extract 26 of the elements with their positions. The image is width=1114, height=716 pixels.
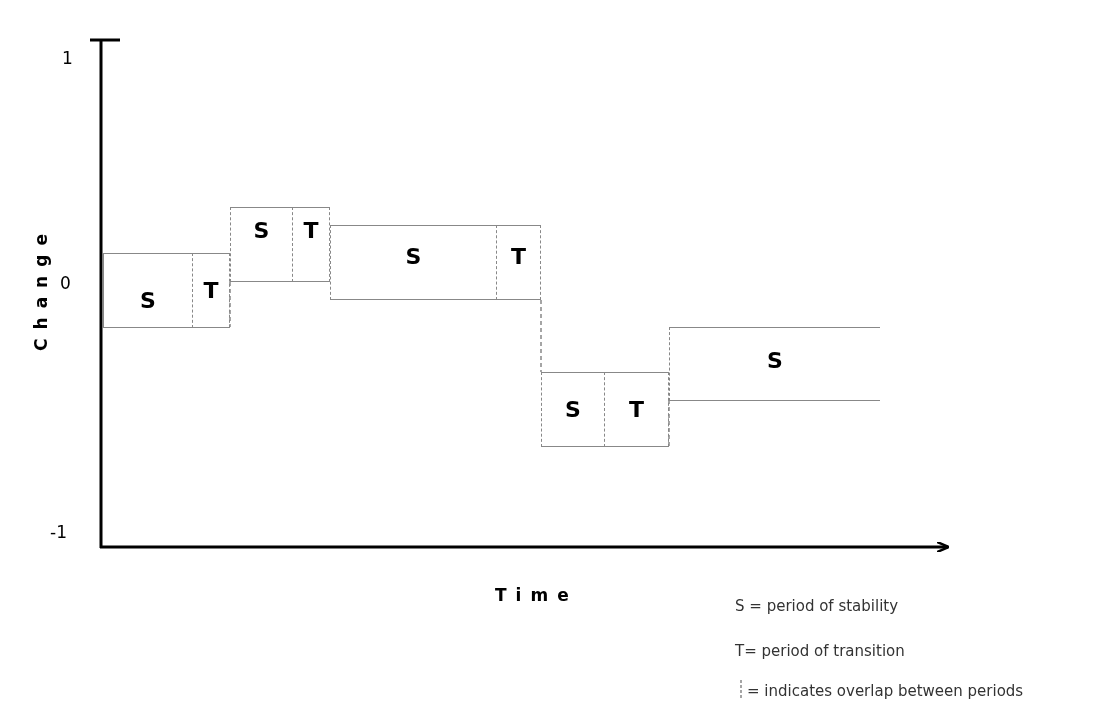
period-box xyxy=(669,327,880,401)
legend-text: S = period of stability xyxy=(735,597,899,615)
axis-tick-label: -1 xyxy=(50,522,67,542)
axis-tick-label: 1 xyxy=(62,48,73,68)
axis-title: Time xyxy=(495,585,578,605)
period-letter: S xyxy=(565,397,581,422)
period-letter: S xyxy=(140,288,156,313)
period-box xyxy=(497,225,541,300)
period-letter: T xyxy=(629,397,644,422)
period-box xyxy=(193,253,230,328)
period-box xyxy=(103,253,193,328)
period-letter: S xyxy=(767,347,783,373)
period-box xyxy=(541,372,605,447)
period-box xyxy=(293,207,330,282)
axis-tick-label: 0 xyxy=(60,273,71,293)
legend-text: T= period of transition xyxy=(735,642,905,660)
period-box xyxy=(605,372,669,447)
legend-text: = indicates overlap between periods xyxy=(747,682,1024,700)
period-letter: S xyxy=(253,218,270,243)
period-letter: T xyxy=(303,218,319,243)
axis-title: Change xyxy=(30,225,51,351)
period-box xyxy=(230,207,293,282)
period-letter: T xyxy=(511,244,526,269)
period-letter: T xyxy=(203,278,219,303)
period-box xyxy=(330,225,497,300)
period-letter: S xyxy=(405,244,422,269)
